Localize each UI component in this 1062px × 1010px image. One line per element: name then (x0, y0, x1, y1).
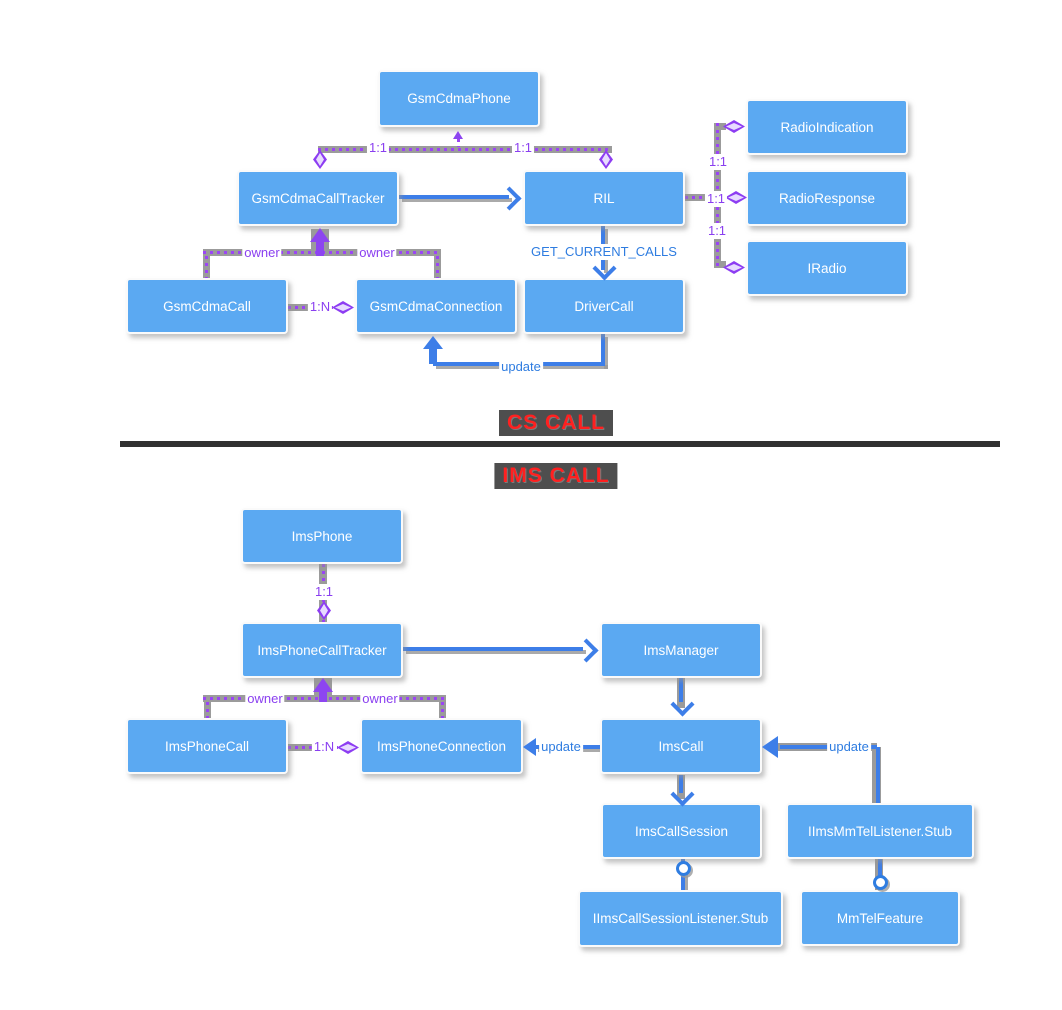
node-gsm-cdma-phone: GsmCdmaPhone (378, 70, 540, 127)
node-label: MmTelFeature (836, 910, 924, 926)
edge-update-up-stem (429, 347, 437, 364)
node-iims-mmtel-listener-stub: IImsMmTelListener.Stub (786, 803, 974, 859)
cs-call-title: CS CALL (499, 410, 613, 436)
edge-owner-left-stub-dashes (206, 702, 209, 718)
edge-owner-right-stub-dashes (441, 702, 444, 718)
owner-label: owner (245, 691, 285, 707)
multiplicity-label: 1:1 (366, 140, 390, 156)
node-ims-call: ImsCall (600, 718, 762, 774)
owner-label: owner (242, 245, 282, 261)
node-ims-call-session: ImsCallSession (601, 803, 762, 859)
multiplicity-label: 1:1 (706, 154, 730, 170)
arrowhead-icon (310, 228, 330, 242)
node-label: IRadio (807, 260, 847, 276)
section-divider (120, 441, 1000, 447)
node-gsm-cdma-call-tracker: GsmCdmaCallTracker (237, 170, 399, 226)
node-ims-phone: ImsPhone (241, 508, 403, 564)
edge-tracker-ril (399, 195, 509, 199)
aggregation-diamond-icon (723, 261, 745, 274)
node-radio-indication: RadioIndication (746, 99, 908, 155)
aggregation-diamond-icon (337, 741, 359, 754)
edge-tracker-imsmanager (403, 647, 583, 651)
node-driver-call: DriverCall (523, 278, 685, 334)
node-label: IImsCallSessionListener.Stub (592, 911, 769, 926)
edge-update-right-vert-line (876, 747, 880, 803)
interface-circle-icon (676, 861, 691, 876)
arrowhead-icon (423, 336, 443, 349)
node-ims-phone-call-tracker: ImsPhoneCallTracker (241, 622, 403, 678)
update-label: update (499, 359, 543, 375)
node-label: ImsPhone (291, 528, 353, 544)
arrowhead-icon (762, 736, 778, 758)
multiplicity-label: 1:1 (704, 191, 728, 207)
node-label: RIL (593, 190, 615, 206)
aggregation-diamond-icon (317, 601, 331, 620)
node-label: ImsPhoneCallTracker (257, 642, 387, 658)
aggregation-diamond-icon (725, 191, 747, 204)
aggregation-diamond-icon (332, 301, 354, 314)
arrowhead-icon (592, 256, 617, 281)
edge-owner-arrow-stem (319, 690, 327, 702)
get-current-calls-label: GET_CURRENT_CALLS (529, 244, 679, 260)
edge-manager-imscall-line (679, 678, 683, 702)
multiplicity-label: 1:N (311, 739, 337, 755)
owner-label: owner (357, 245, 397, 261)
edge-indication-stub (714, 123, 726, 130)
edge-owner-arrow-stem (316, 240, 324, 256)
node-gsm-cdma-connection: GsmCdmaConnection (355, 278, 517, 334)
node-label: GsmCdmaCallTracker (251, 190, 385, 206)
aggregation-diamond-icon (313, 150, 327, 169)
edge-update-down (601, 334, 605, 366)
node-gsm-cdma-call: GsmCdmaCall (126, 278, 288, 334)
update-label: update (539, 739, 583, 755)
node-label: RadioIndication (780, 119, 874, 135)
multiplicity-label: 1:N (307, 299, 333, 315)
update-label: update (827, 739, 871, 755)
arrowhead-icon (523, 738, 536, 756)
node-mmtel-feature: MmTelFeature (800, 890, 960, 946)
multiplicity-label: 1:1 (312, 584, 336, 600)
node-label: RadioResponse (778, 190, 876, 206)
node-label: ImsCall (658, 738, 704, 754)
node-label: IImsMmTelListener.Stub (807, 823, 953, 839)
node-label: GsmCdmaCall (163, 298, 251, 314)
aggregation-diamond-icon (723, 120, 745, 133)
edge-phone-stem (457, 139, 460, 147)
node-iradio: IRadio (746, 240, 908, 296)
arrowhead-icon (670, 692, 695, 717)
node-label: ImsPhoneConnection (376, 738, 507, 754)
edge-owner-right-stub-dashes (436, 256, 439, 278)
ims-call-title: IMS CALL (494, 463, 618, 489)
interface-circle-icon (873, 875, 888, 890)
multiplicity-label: 1:1 (705, 223, 729, 239)
node-ims-manager: ImsManager (600, 622, 762, 678)
node-label: ImsManager (643, 642, 719, 658)
node-ims-phone-connection: ImsPhoneConnection (360, 718, 523, 774)
node-label: ImsPhoneCall (164, 738, 250, 754)
arrowhead-icon (497, 186, 522, 211)
edge-iradio-stub (714, 261, 726, 268)
node-label: ImsCallSession (634, 823, 729, 839)
node-iims-call-session-listener-stub: IImsCallSessionListener.Stub (578, 890, 783, 947)
multiplicity-label: 1:1 (511, 140, 535, 156)
edge-owner-left-stub-dashes (205, 256, 208, 278)
owner-label: owner (360, 691, 400, 707)
arrowhead-icon (574, 638, 599, 663)
arrowhead-icon (453, 131, 463, 139)
arrowhead-icon (313, 678, 333, 692)
node-label: GsmCdmaConnection (369, 298, 503, 314)
node-label: GsmCdmaPhone (407, 91, 511, 106)
edge-ril-stub-dashes (685, 196, 722, 199)
edge-phone-association-dashes (318, 148, 612, 151)
edge-imscall-session-line (679, 775, 683, 793)
edge-mmtel-line (878, 859, 882, 890)
node-ims-phone-call: ImsPhoneCall (126, 718, 288, 774)
aggregation-diamond-icon (599, 150, 613, 169)
node-label: DriverCall (574, 298, 634, 314)
node-ril: RIL (523, 170, 685, 226)
node-radio-response: RadioResponse (746, 170, 908, 226)
